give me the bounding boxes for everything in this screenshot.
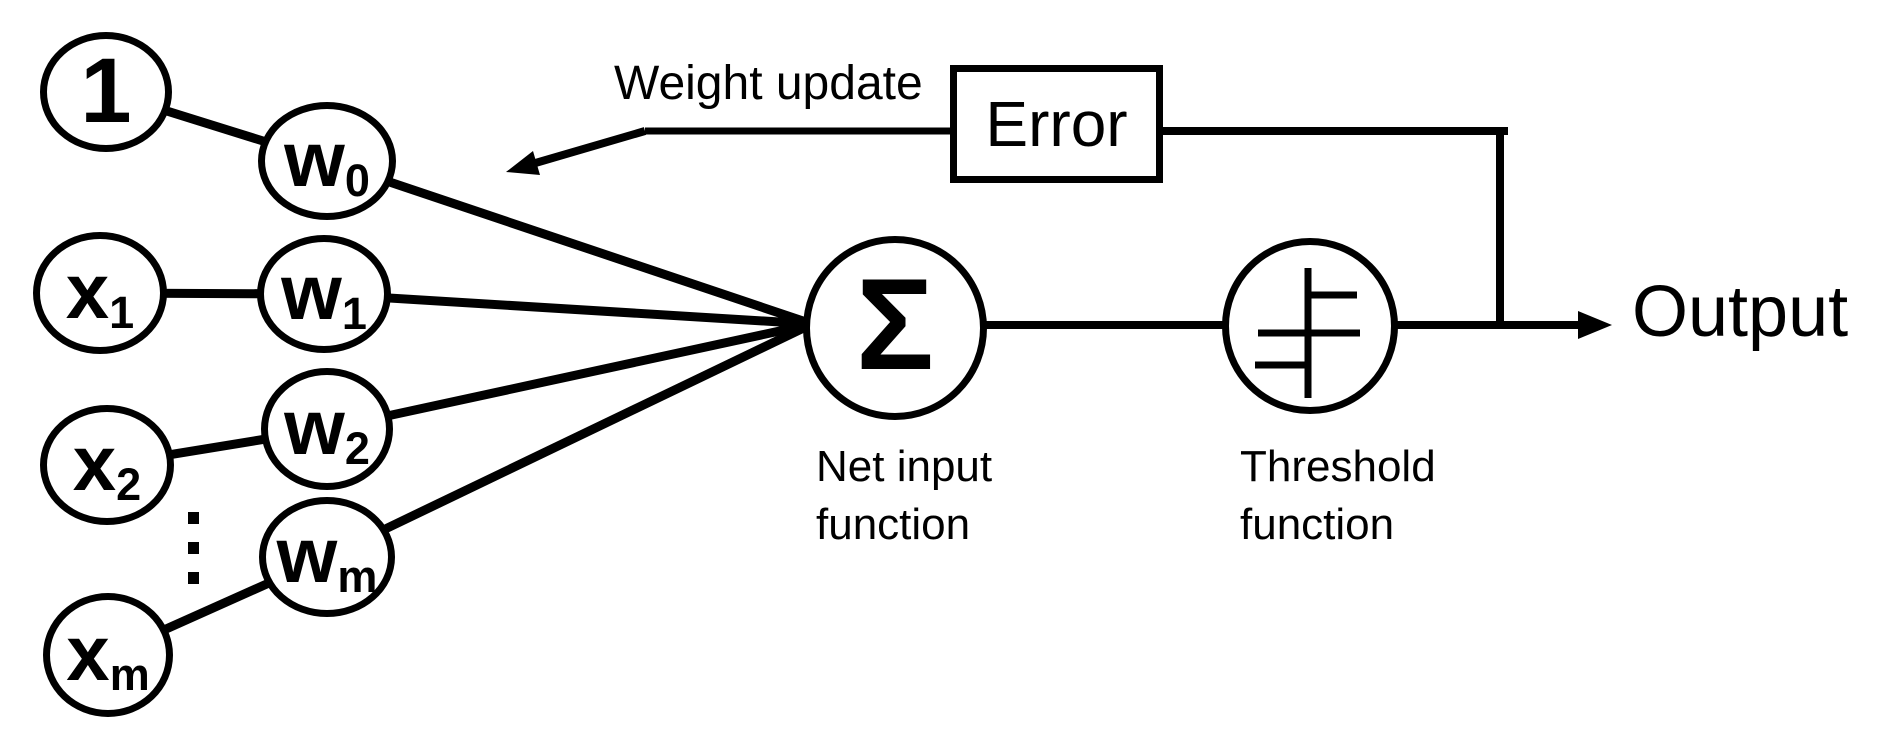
- ellipsis-dot: [188, 572, 199, 584]
- net-input-caption-line1: Net input: [816, 442, 993, 491]
- threshold-caption: Threshold function: [1240, 438, 1436, 554]
- node-xm-label: xm: [66, 608, 150, 700]
- weight-update-arrowhead: [506, 151, 540, 175]
- output-label: Output: [1632, 272, 1849, 352]
- error-box: Error: [950, 65, 1163, 183]
- ellipsis-dot: [188, 512, 199, 524]
- net-input-caption-line2: function: [816, 500, 971, 549]
- node-bias-label: 1: [80, 40, 132, 142]
- wire-w1-to-sum: [323, 289, 813, 329]
- net-input-node: Σ: [803, 236, 987, 420]
- node-w2: w2: [261, 368, 393, 490]
- node-w1-label: w1: [281, 247, 367, 339]
- node-w1: w1: [257, 235, 391, 353]
- node-wm-label: wm: [276, 510, 378, 602]
- node-x2: x2: [40, 405, 174, 525]
- node-x2-label: x2: [72, 418, 142, 510]
- node-xm: xm: [43, 593, 173, 717]
- wire-w2-to-sum: [326, 319, 813, 434]
- sigma-icon: Σ: [855, 251, 934, 397]
- node-bias: 1: [40, 32, 172, 152]
- node-x1: x1: [33, 232, 167, 354]
- net-input-caption: Net input function: [816, 438, 992, 554]
- node-x1-label: x1: [65, 246, 135, 338]
- step-function-icon: [1255, 268, 1360, 398]
- threshold-caption-line1: Threshold: [1240, 442, 1436, 491]
- node-wm: wm: [259, 497, 395, 617]
- node-w0-label: w0: [284, 114, 370, 206]
- threshold-node: [1222, 238, 1398, 414]
- vertical-ellipsis: [188, 512, 200, 586]
- wire-w0-to-sum: [325, 156, 814, 329]
- ellipsis-dot: [188, 542, 199, 554]
- threshold-caption-line2: function: [1240, 500, 1395, 549]
- weight-update-label: Weight update: [614, 57, 923, 110]
- output-arrowhead: [1578, 311, 1612, 339]
- node-w2-label: w2: [284, 382, 370, 474]
- error-box-label: Error: [985, 88, 1128, 160]
- node-w0: w0: [258, 102, 396, 220]
- wire-bend-to-arrow: [530, 127, 647, 168]
- wire-wm-to-sum: [325, 319, 814, 562]
